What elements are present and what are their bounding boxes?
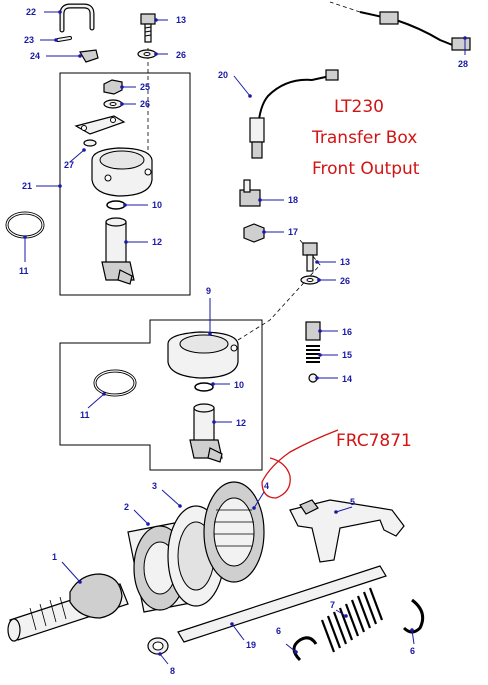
callout-6-b: 6 <box>410 646 415 656</box>
sensor-20 <box>249 117 265 143</box>
callout-20: 20 <box>218 70 228 80</box>
callout-13: 13 <box>176 15 186 25</box>
callout-25: 25 <box>140 82 150 92</box>
connector-28a <box>379 11 399 25</box>
nut-25 <box>103 79 123 95</box>
callout-17: 17 <box>288 227 298 237</box>
oring-10b <box>194 382 214 392</box>
callout-26-c: 26 <box>340 276 350 286</box>
cable-28 <box>359 11 461 49</box>
callout-12: 12 <box>152 237 162 247</box>
clip-24 <box>79 49 99 63</box>
oring-10 <box>106 200 126 210</box>
callout-26-b: 26 <box>140 99 150 109</box>
part-code: FRC7871 <box>336 431 412 451</box>
plug-16 <box>305 321 321 341</box>
title-line-1: LT230 <box>334 97 384 117</box>
callout-13-b: 13 <box>340 257 350 267</box>
callout-18: 18 <box>288 195 298 205</box>
callout-11: 11 <box>19 266 29 276</box>
callout-16: 16 <box>342 327 352 337</box>
callout-26: 26 <box>176 50 186 60</box>
leader-lines <box>23 10 467 665</box>
callout-7: 7 <box>330 600 335 610</box>
callout-4: 4 <box>264 481 269 491</box>
annotation-curve <box>261 429 339 499</box>
callout-23: 23 <box>24 35 34 45</box>
spring-15 <box>306 345 320 363</box>
callout-2: 2 <box>124 502 129 512</box>
connector-28b <box>451 37 471 51</box>
callout-10-b: 10 <box>234 380 244 390</box>
callout-19: 19 <box>246 640 256 650</box>
callout-15: 15 <box>342 350 352 360</box>
title-line-2: Transfer Box <box>311 128 417 148</box>
circlip-6b <box>402 598 425 634</box>
callout-14: 14 <box>342 374 352 384</box>
callout-6: 6 <box>276 626 281 636</box>
flange-1 <box>69 573 123 619</box>
title-line-3: Front Output <box>312 159 420 179</box>
callout-5: 5 <box>350 497 355 507</box>
nut-17 <box>243 223 265 243</box>
callout-27: 27 <box>64 160 74 170</box>
spring-7 <box>320 587 384 653</box>
assembly-9-box <box>59 319 263 471</box>
callout-24: 24 <box>30 51 40 61</box>
bracket-22 <box>59 3 95 33</box>
callout-28: 28 <box>458 59 468 69</box>
callout-3: 3 <box>152 481 157 491</box>
callout-9: 9 <box>206 286 211 296</box>
assembly-21-box <box>59 72 191 296</box>
bolt-13b-head <box>302 242 318 256</box>
circlip-6a <box>292 636 318 662</box>
plate <box>74 115 126 135</box>
callout-8: 8 <box>170 666 175 676</box>
bolt-13-head <box>140 13 156 25</box>
callout-1: 1 <box>52 552 57 562</box>
callout-10: 10 <box>152 200 162 210</box>
callout-22: 22 <box>26 7 36 17</box>
bolt-13-shank <box>144 23 152 43</box>
fork-5 <box>289 499 405 563</box>
callout-12-b: 12 <box>236 418 246 428</box>
callout-21: 21 <box>22 181 32 191</box>
washer-27 <box>83 139 97 147</box>
callout-11-b: 11 <box>80 410 90 420</box>
shaft-19 <box>177 565 387 643</box>
